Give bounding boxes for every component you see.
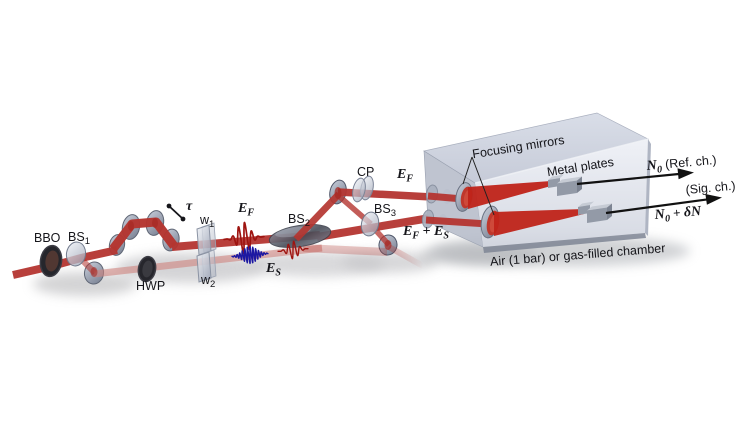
delay-arrow-end (180, 216, 186, 222)
delay-arrow-end (166, 203, 172, 209)
delay-arrow (166, 203, 186, 222)
bbo-crystal (39, 244, 63, 278)
pale-transmitted-beam (302, 244, 388, 256)
w1-label: w1 (199, 213, 214, 230)
metal-plate-lower (578, 201, 612, 223)
chamber-right-edge (645, 139, 651, 236)
shadow-blob (33, 272, 137, 296)
plate-top (578, 201, 594, 207)
es-pulse-label: ES (265, 261, 281, 279)
hwp-face (142, 260, 153, 278)
dump-beam (387, 244, 425, 269)
sig-count-label: N0 + δN (653, 204, 703, 226)
shadow-blob (342, 251, 438, 273)
glint (152, 218, 158, 228)
plate-top (548, 174, 564, 180)
ref-channel-arrow (576, 168, 694, 186)
bs3-splitter (360, 211, 380, 237)
input-beam (12, 246, 118, 279)
arrowhead-icon (705, 194, 722, 205)
arrow-shaft (576, 172, 681, 186)
focus-cone-lower (494, 209, 584, 236)
hwp-label: HWP (136, 279, 165, 293)
glint (90, 267, 98, 277)
chamber-interior (425, 174, 612, 239)
ef-pulse-waveform (223, 221, 265, 255)
delay-bridge-beam (109, 217, 178, 252)
ef-output-beam (337, 188, 433, 201)
ef-pulse-label: EF (237, 201, 254, 219)
efes-beam-label: EF + ES (402, 224, 449, 242)
wedge-w2 (196, 249, 217, 283)
delay-arrow-line (168, 205, 184, 220)
bbo-face (45, 250, 59, 272)
chamber-edge-highlight (474, 138, 649, 184)
glint (334, 187, 342, 199)
cp-label: CP (357, 165, 374, 179)
plate-top (587, 203, 612, 211)
bbo-label: BBO (34, 231, 61, 245)
plate-front (557, 180, 577, 196)
rising-beam (293, 191, 342, 242)
ref-channel-label: N0 (Ref. ch.) (645, 153, 717, 177)
es-red-pulse-waveform (277, 240, 309, 260)
sig-channel-label: (Sig. ch.) (685, 179, 736, 197)
bs1-label: BS1 (68, 230, 90, 247)
plate-front (587, 207, 607, 223)
glint (384, 240, 392, 250)
arrow-shaft (605, 198, 709, 215)
w2-label: w2 (200, 273, 215, 290)
tau-label: τ (186, 199, 193, 214)
chamber-bottom-rim (483, 233, 646, 253)
bs1-splitter (65, 241, 87, 267)
bs2-label: BS2 (288, 212, 310, 229)
plate-top (557, 176, 582, 184)
ef-beam-label: EF (396, 167, 413, 185)
sig-channel-arrow (605, 194, 722, 215)
glint (128, 221, 134, 231)
mirror-glints (90, 187, 392, 277)
es-blue-pulse-waveform (231, 245, 269, 265)
hwp-plate (137, 255, 157, 283)
focusing-mirrors-pointer-lines (462, 156, 495, 216)
bench-shadows (33, 235, 690, 296)
bs3-label: BS3 (374, 202, 396, 219)
compensation-plate (352, 175, 374, 203)
cp-window (352, 177, 366, 203)
interior-beam-lower (425, 216, 489, 228)
arrowhead-icon (677, 168, 694, 180)
wedge-front (196, 251, 212, 283)
